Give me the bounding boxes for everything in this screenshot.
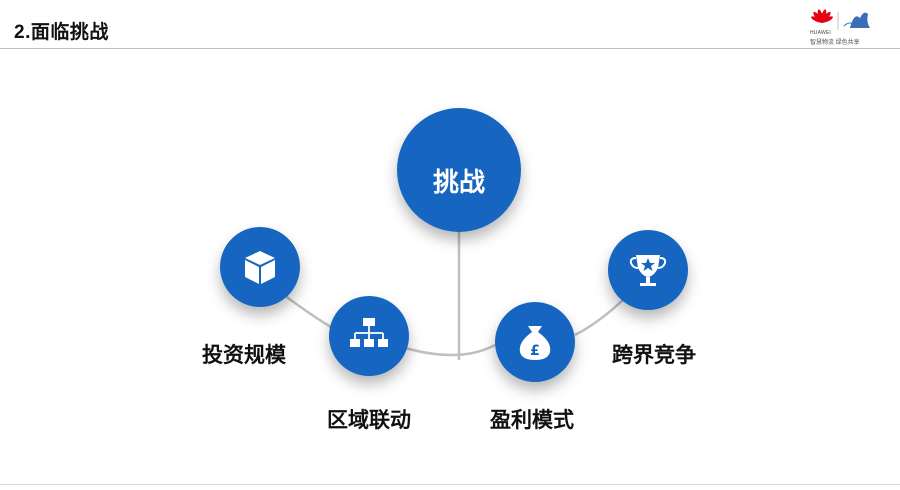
- cube-icon: [245, 251, 275, 284]
- node-cross-border-competition: [608, 230, 688, 310]
- partner-logo-icon: [850, 12, 870, 28]
- center-node: [397, 108, 521, 232]
- money-bag-icon: £: [519, 326, 551, 360]
- org-chart-icon: [350, 318, 388, 347]
- label-regional-linkage: 区域联动: [327, 409, 411, 432]
- huawei-flower-icon: [811, 9, 870, 30]
- page-title: 2.面临挑战: [14, 22, 109, 43]
- footer-divider: [0, 484, 900, 485]
- node-regional-linkage: [329, 296, 409, 376]
- label-investment-scale: 投资规模: [202, 344, 286, 367]
- logo-slogan: 智慧物流 绿色共享: [810, 40, 860, 46]
- node-profit-model: £: [495, 302, 575, 382]
- company-logo: HUAWEI 智慧物流 绿色共享: [810, 8, 874, 48]
- node-investment-scale: [220, 227, 300, 307]
- svg-text:£: £: [530, 343, 540, 359]
- label-profit-model: 盈利模式: [490, 409, 574, 432]
- trophy-icon: [629, 255, 667, 286]
- header-divider: [0, 48, 900, 49]
- center-label: 挑战: [432, 167, 485, 197]
- logo-brand-text: HUAWEI: [810, 30, 832, 36]
- label-cross-border-competition: 跨界竞争: [612, 344, 696, 367]
